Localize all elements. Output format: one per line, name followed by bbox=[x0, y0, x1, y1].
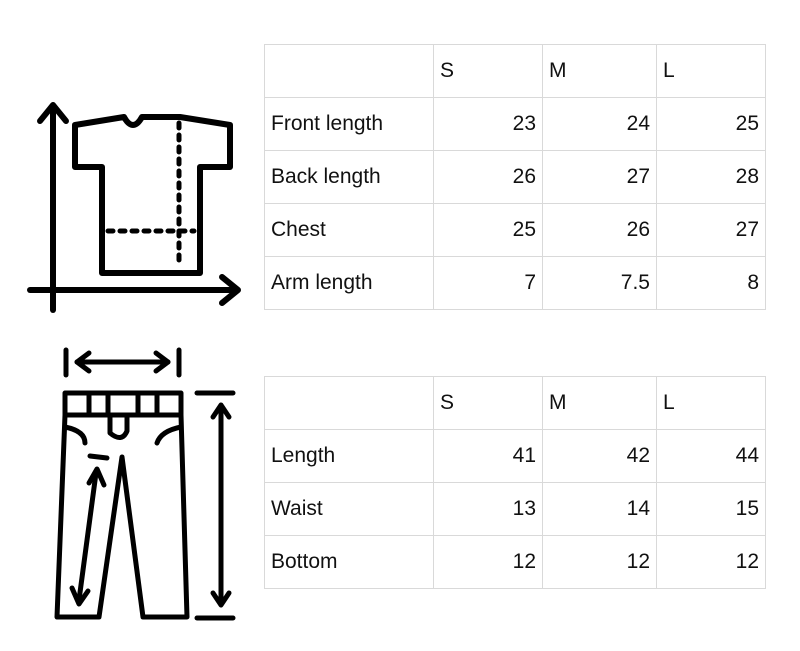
table-cell: 12 bbox=[433, 535, 543, 589]
table-cell: 15 bbox=[656, 482, 766, 536]
shirt-size-table: S M L Front length 23 24 25 Back length … bbox=[264, 44, 766, 310]
table-cell: 7 bbox=[433, 256, 543, 310]
table-row: Waist 13 14 15 bbox=[264, 482, 766, 536]
table-cell: 28 bbox=[656, 150, 766, 204]
table-row: Front length 23 24 25 bbox=[264, 97, 766, 151]
header-cell-m: M bbox=[542, 44, 657, 98]
header-cell-l: L bbox=[656, 44, 766, 98]
row-label: Chest bbox=[264, 203, 434, 257]
header-cell-m: M bbox=[542, 376, 657, 430]
table-cell: 25 bbox=[656, 97, 766, 151]
header-cell bbox=[264, 376, 434, 430]
table-cell: 44 bbox=[656, 429, 766, 483]
pants-size-table: S M L Length 41 42 44 Waist 13 14 15 Bot… bbox=[264, 376, 766, 589]
row-label: Arm length bbox=[264, 256, 434, 310]
table-cell: 13 bbox=[433, 482, 543, 536]
header-cell bbox=[264, 44, 434, 98]
table-cell: 26 bbox=[542, 203, 657, 257]
header-cell-s: S bbox=[433, 376, 543, 430]
row-label: Back length bbox=[264, 150, 434, 204]
header-cell-s: S bbox=[433, 44, 543, 98]
table-header-row: S M L bbox=[264, 376, 766, 430]
row-label: Length bbox=[264, 429, 434, 483]
table-cell: 27 bbox=[656, 203, 766, 257]
table-cell: 8 bbox=[656, 256, 766, 310]
table-row: Chest 25 26 27 bbox=[264, 203, 766, 257]
table-cell: 26 bbox=[433, 150, 543, 204]
pants-measurement-icon bbox=[54, 347, 236, 621]
table-cell: 27 bbox=[542, 150, 657, 204]
table-cell: 23 bbox=[433, 97, 543, 151]
row-label: Waist bbox=[264, 482, 434, 536]
header-cell-l: L bbox=[656, 376, 766, 430]
table-cell: 14 bbox=[542, 482, 657, 536]
table-cell: 41 bbox=[433, 429, 543, 483]
table-cell: 24 bbox=[542, 97, 657, 151]
row-label: Front length bbox=[264, 97, 434, 151]
table-cell: 12 bbox=[542, 535, 657, 589]
table-row: Back length 26 27 28 bbox=[264, 150, 766, 204]
table-row: Bottom 12 12 12 bbox=[264, 535, 766, 589]
table-header-row: S M L bbox=[264, 44, 766, 98]
table-cell: 42 bbox=[542, 429, 657, 483]
row-label: Bottom bbox=[264, 535, 434, 589]
table-cell: 25 bbox=[433, 203, 543, 257]
table-row: Arm length 7 7.5 8 bbox=[264, 256, 766, 310]
table-row: Length 41 42 44 bbox=[264, 429, 766, 483]
tshirt-measurement-icon bbox=[27, 102, 241, 313]
table-cell: 12 bbox=[656, 535, 766, 589]
table-cell: 7.5 bbox=[542, 256, 657, 310]
